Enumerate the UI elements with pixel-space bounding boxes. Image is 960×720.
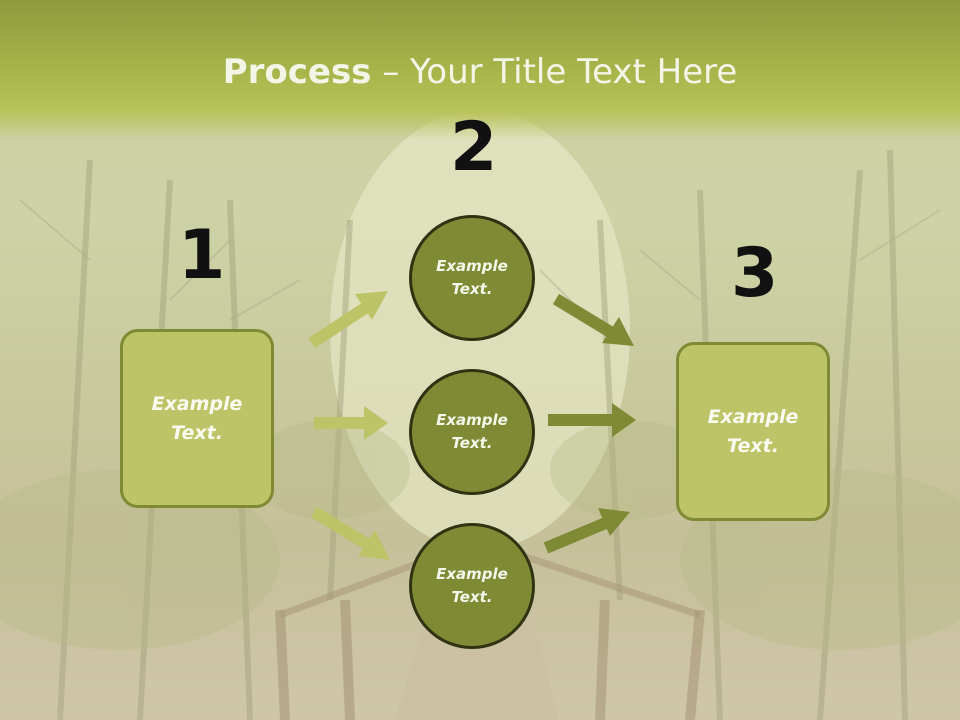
step-number-2: 2 bbox=[450, 108, 498, 187]
title-banner bbox=[0, 0, 960, 140]
circle-bottom-line2: Text. bbox=[451, 588, 493, 606]
arrow-top-to-right bbox=[552, 293, 634, 346]
title-bold: Process bbox=[222, 52, 372, 92]
page-title: Process – Your Title Text Here bbox=[0, 52, 960, 92]
step-number-1: 1 bbox=[178, 216, 226, 295]
circle-bottom-line1: Example bbox=[436, 565, 508, 583]
step-number-3: 3 bbox=[731, 234, 779, 313]
circle-top-line1: Example bbox=[436, 257, 508, 275]
title-rest: – Your Title Text Here bbox=[371, 52, 738, 92]
arrow-left-to-center bbox=[314, 406, 388, 440]
circle-center-line2: Text. bbox=[451, 434, 493, 452]
arrow-left-to-bottom bbox=[310, 506, 390, 560]
circle-center-line1: Example bbox=[436, 411, 508, 429]
arrow-left-to-top bbox=[308, 291, 388, 349]
arrow-center-to-right bbox=[548, 403, 636, 437]
right-box-line1: Example bbox=[707, 405, 799, 428]
right-box-line2: Text. bbox=[727, 434, 779, 457]
left-box-line1: Example bbox=[151, 392, 243, 415]
left-box-line2: Text. bbox=[171, 421, 223, 444]
circle-top-line2: Text. bbox=[451, 280, 493, 298]
arrow-bottom-to-right bbox=[543, 508, 630, 554]
